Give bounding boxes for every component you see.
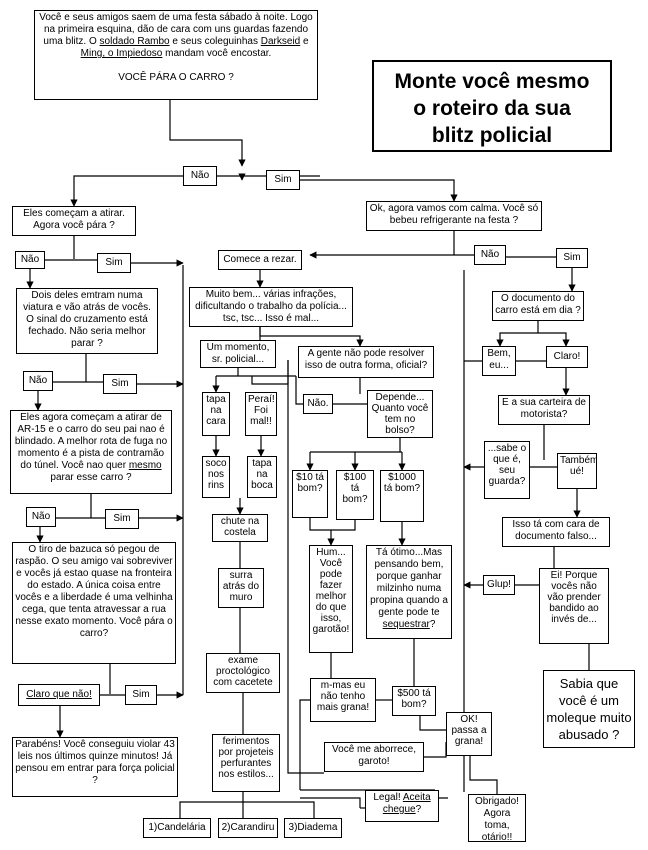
page-title: Monte você mesmo o roteiro da sua blitz po… [372,60,612,152]
connector-31 [287,360,324,774]
node-tambem: Também, ué! [557,453,597,489]
node-hum: Hum... Você pode fazer melhor do que iss… [309,545,353,653]
node-quinhentos: $500 tá bom? [392,686,436,716]
node-nao-4: Não [23,371,53,391]
node-perai: Peraí! Foi mal!! [245,392,277,436]
node-carandiru: 2)Carandiru [218,818,278,838]
node-nao-1: Não [183,166,217,186]
node-sim-4: Sim [103,374,137,394]
node-chute: chute na costela [212,514,268,542]
connector-49 [331,520,356,531]
legal-aceita: Aceita chegue [382,792,431,815]
connector-3 [70,175,183,207]
node-ei: Ei! Porque vocês não vão prender bandido… [539,568,609,644]
node-sim-2: Sim [556,248,588,268]
node-bazuca: O tiro de bazuca só pegou de raspão. O s… [12,542,176,664]
node-claro-nao: Claro que não! [18,684,100,706]
node-falso: Isso tá com cara de documento falso... [502,517,610,547]
node-surra: surra atrás do muro [218,568,264,608]
node-atirar: Eles começam a atirar. Agora você pára ? [12,206,136,236]
intro-darkseid: Darkseid [260,36,301,47]
node-sabe: ...sabe o que é, seu guarda? [484,441,530,499]
intro-text-4: mandam você encostar. [162,48,272,59]
legal-text-2: ? [415,804,422,815]
ar15-text-1: Eles agora começam a atirar de AR-15 e o… [14,412,168,471]
otimo-text-1: Tá ótimo...Mas pensando bem, porque ganh… [370,547,448,618]
node-tapa-boca: tapa na boca [247,456,277,498]
node-soco: soco nos rins [202,456,230,498]
claro-nao-text: Claro que não! [26,689,92,700]
node-claro: Claro! [546,346,588,368]
node-sim-1: Sim [266,170,300,190]
node-sim-5: Sim [105,509,139,529]
node-dez: $10 tá bom? [292,470,328,518]
node-depende: Depende... Quanto você tem no bolso? [367,390,433,438]
node-muito-bem: Muito bem... várias infrações, dificulta… [189,287,353,327]
connector-66 [469,756,498,794]
ar15-mesmo: mesmo [128,460,162,471]
node-parabens: Parabéns! Você conseguiu violar 43 leis … [12,737,178,797]
node-exame: exame proctológico com cacetete [206,653,280,693]
node-mil: $1000 tá bom? [380,470,424,522]
node-abusado: Sabia que você é um moleque muito abusad… [543,670,635,748]
node-nao-2: Não [474,245,506,265]
node-ferimentos: ferimentos por projeteis perfurantes nos… [212,734,280,792]
connector-65 [419,716,446,731]
node-ar15: Eles agora começam a atirar de AR-15 e o… [10,410,172,494]
intro-text-3: e [300,36,309,47]
title-line-3: blitz policial [431,124,553,147]
connector-80 [300,797,361,808]
title-line-2: o roteiro da sua [413,97,571,120]
node-bem-eu: Bem, eu... [482,346,516,376]
node-sim-6: Sim [125,685,157,705]
node-legal: Legal! Aceita chegue? [365,790,439,822]
node-viatura: Dois deles emtram numa viatura e vão atr… [16,288,158,354]
node-sim-3: Sim [97,253,131,273]
node-nao-3: Não [15,251,45,269]
node-carteira: E a sua carteira de motorista? [498,395,590,425]
intro-ming: Ming, o Impiedoso [80,48,163,59]
node-obrigado: Obrigado! Agora toma, otário!! [468,794,526,842]
node-diadema: 3)Diadema [284,818,342,838]
node-calma: Ok, agora vamos com calma. Você só bebeu… [366,201,542,231]
node-mmas: m-mas eu não tenho mais grana! [310,678,376,722]
connector-4 [300,179,458,202]
node-resolver: A gente não pode resolver isso de outra … [298,346,434,378]
connector-33 [295,376,303,405]
node-momento: Um momento, sr. policial... [200,340,276,368]
intro-rambo: soldado Rambo [99,36,170,47]
node-documento: O documento do carro está em dia ? [492,291,584,321]
intro-question: VOCÊ PÁRA O CARRO ? [118,72,234,83]
otimo-sequestrar: sequestrar [382,619,430,630]
node-tapa-cara: tapa na cara [202,392,230,436]
node-rezar: Comece a rezar. [218,250,302,270]
node-cem: $100 tá bom? [336,470,374,520]
connector-48 [309,518,335,546]
node-ok-passa: OK! passa a grana! [446,712,492,756]
node-candelaria: 1)Candelária [143,818,211,838]
node-glup: Glup! [483,575,515,595]
node-nao-5: Não [26,507,56,527]
node-aborrece: Você me aborrece, garoto! [324,742,424,772]
ar15-text-2: parar esse carro ? [50,472,132,483]
connector-18 [538,332,570,347]
title-line-1: Monte você mesmo [394,70,590,93]
intro-text-2: e seus coleguinhas [169,36,261,47]
intro-text-1: Você e seus amigos saem de uma festa sáb… [39,12,313,47]
connector-17 [496,332,538,347]
connector-15 [259,327,364,347]
intro-box: Você e seus amigos saem de uma festa sáb… [34,10,318,100]
legal-text-1: Legal! [373,792,403,803]
connector-75 [179,792,244,818]
otimo-text-2: ? [429,619,436,630]
connector-77 [243,801,315,818]
connector-0 [169,100,246,167]
connector-78 [424,742,447,758]
connector-62 [299,699,310,790]
node-otimo: Tá ótimo...Mas pensando bem, porque ganh… [366,545,452,639]
node-nao-simple: Não. [303,394,333,414]
